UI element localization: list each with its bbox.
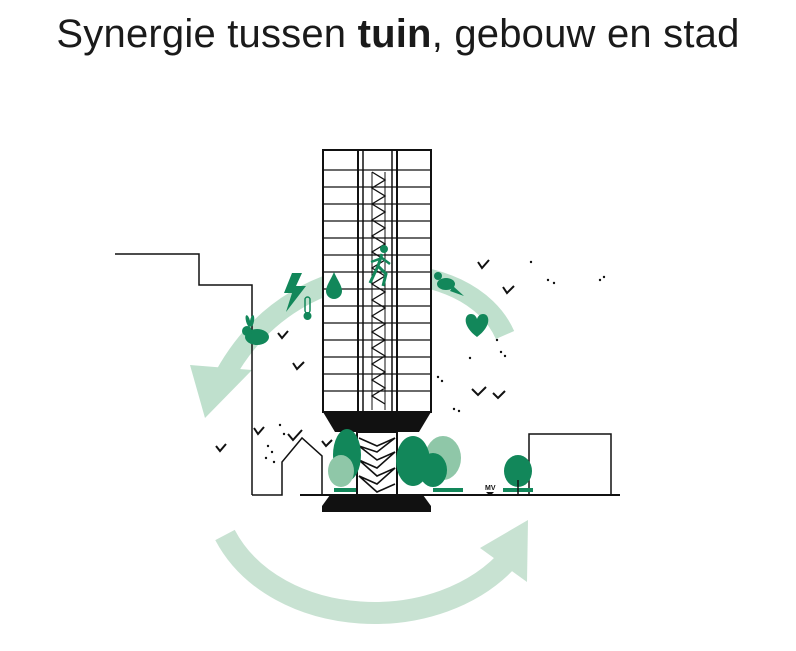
rabbit-icon xyxy=(242,315,269,345)
title-part-2: , gebouw en stad xyxy=(431,12,740,56)
right-building xyxy=(528,433,612,496)
page-title: Synergie tussen tuin, gebouw en stad xyxy=(0,12,796,57)
ground-level-label: MV xyxy=(485,485,496,492)
trees xyxy=(328,429,533,495)
cycle-arrow-bottom xyxy=(215,520,528,624)
walking-person-icon xyxy=(368,245,391,287)
left-building-outline xyxy=(115,253,323,496)
thermometer-icon xyxy=(303,296,312,320)
tower xyxy=(322,149,432,512)
ground-level-marker: MV xyxy=(485,485,496,496)
water-drop-icon xyxy=(326,272,342,299)
heart-icon xyxy=(465,314,489,337)
title-bold-word: tuin xyxy=(357,12,432,56)
small-birds xyxy=(215,259,515,453)
title-part-1: Synergie tussen xyxy=(56,12,358,56)
scattered-dots xyxy=(264,260,606,464)
bird-icon xyxy=(434,272,464,296)
lightning-icon xyxy=(284,273,306,312)
